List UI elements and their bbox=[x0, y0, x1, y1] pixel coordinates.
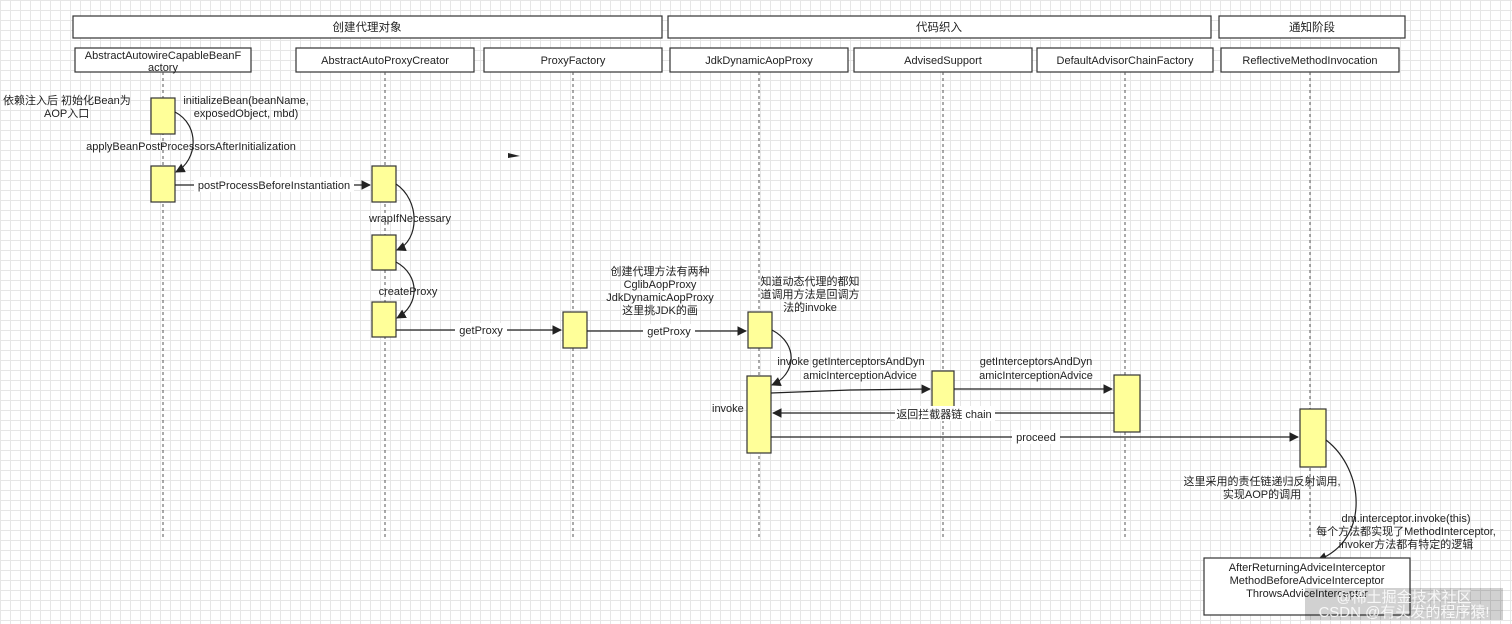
note-chain-desc-1: 这里采用的责任链递归反射调用, bbox=[1183, 474, 1340, 488]
svg-text:DefaultAdvisorChainFactory: DefaultAdvisorChainFactory bbox=[1057, 55, 1194, 67]
label-dm-invoke-3: invoker方法都有特定的逻辑 bbox=[1339, 537, 1473, 551]
note-two-ways-2: CglibAopProxy bbox=[624, 279, 697, 291]
participant-jdk-dynamic-aop-proxy: JdkDynamicAopProxy bbox=[669, 47, 849, 73]
label-initialize-bean-1: initializeBean(beanName, bbox=[183, 95, 308, 107]
activation-advised-support bbox=[931, 370, 955, 408]
label-wrap-if-necessary: wrapIfNecessary bbox=[368, 213, 451, 225]
label-get-interceptors-1: getInterceptorsAndDyn bbox=[980, 356, 1093, 368]
activation-wrap-if-necessary bbox=[371, 234, 397, 271]
note-know-dynamic-1: 知道动态代理的都知 bbox=[761, 274, 860, 288]
svg-text:actory: actory bbox=[148, 62, 178, 74]
label-bg-post-process bbox=[194, 177, 354, 192]
svg-text:JdkDynamicAopProxy: JdkDynamicAopProxy bbox=[705, 55, 813, 67]
stray-arrow-mark bbox=[508, 153, 520, 158]
svg-text:AbstractAutowireCapableBeanF: AbstractAutowireCapableBeanF bbox=[85, 50, 242, 62]
note-know-dynamic-2: 道调用方法是回调方 bbox=[761, 287, 860, 301]
interceptors-box: AfterReturningAdviceInterceptor MethodBe… bbox=[1203, 557, 1411, 616]
self-call-invoke bbox=[771, 329, 792, 386]
phase-header-create-proxy: 创建代理对象 bbox=[72, 15, 663, 39]
self-call-create-proxy bbox=[395, 261, 415, 319]
label-apply-post-processors: applyBeanPostProcessorsAfterInitializati… bbox=[86, 141, 296, 153]
label-post-process: postProcessBeforeInstantiation bbox=[198, 180, 350, 192]
label-invoke: invoke bbox=[712, 403, 744, 415]
label-dm-invoke-1: dm.interceptor.invoke(this) bbox=[1342, 513, 1471, 525]
message-invoke-get-interceptors bbox=[770, 384, 931, 394]
note-two-ways-4: 这里挑JDK的画 bbox=[622, 303, 698, 317]
label-bg-proceed bbox=[1012, 430, 1060, 444]
label-invoke-get-1: invoke getInterceptorsAndDyn bbox=[777, 356, 924, 368]
phase-header-code-weave: 代码织入 bbox=[667, 15, 1212, 39]
self-call-initialize-bean bbox=[174, 111, 194, 173]
activation-post-process bbox=[371, 165, 397, 203]
activation-apply-post-processors bbox=[150, 165, 176, 203]
note-entry-line-2: AOP入口 bbox=[44, 108, 89, 120]
activation-jdk-invoke bbox=[746, 375, 772, 454]
note-two-ways-3: JdkDynamicAopProxy bbox=[606, 292, 714, 304]
label-invoke-get-2: amicInterceptionAdvice bbox=[803, 370, 917, 382]
activation-advisor-chain-factory bbox=[1113, 374, 1141, 433]
participant-proxy-factory: ProxyFactory bbox=[483, 47, 663, 73]
label-create-proxy: createProxy bbox=[379, 286, 438, 298]
label-get-interceptors-2: amicInterceptionAdvice bbox=[979, 370, 1093, 382]
participant-reflective-method-invocation: ReflectiveMethodInvocation bbox=[1220, 47, 1400, 73]
activation-initialize-bean bbox=[150, 97, 176, 135]
svg-text:代码织入: 代码织入 bbox=[916, 21, 962, 34]
activation-create-proxy bbox=[371, 301, 397, 338]
label-bg-get-proxy-1 bbox=[455, 323, 507, 337]
participant-default-advisor-chain-factory: DefaultAdvisorChainFactory bbox=[1036, 47, 1214, 73]
svg-text:AdvisedSupport: AdvisedSupport bbox=[904, 55, 982, 67]
participant-abstract-autowire-capable-bean-factory: AbstractAutowireCapableBeanF actory bbox=[74, 47, 252, 74]
activation-jdk-get-proxy bbox=[747, 311, 773, 349]
label-get-proxy-2: getProxy bbox=[647, 326, 691, 338]
interceptor-method-before: MethodBeforeAdviceInterceptor bbox=[1230, 575, 1385, 587]
activation-method-invocation bbox=[1299, 408, 1327, 468]
svg-text:AbstractAutoProxyCreator: AbstractAutoProxyCreator bbox=[321, 55, 449, 67]
svg-text:ReflectiveMethodInvocation: ReflectiveMethodInvocation bbox=[1242, 55, 1377, 67]
label-initialize-bean-2: exposedObject, mbd) bbox=[194, 108, 299, 120]
svg-text:创建代理对象: 创建代理对象 bbox=[333, 20, 402, 34]
activation-proxy-factory-get-proxy bbox=[562, 311, 588, 349]
watermark-line-2: CSDN @有头发的程序猿! bbox=[1318, 604, 1489, 621]
interceptor-throws: ThrowsAdviceInterceptor bbox=[1246, 588, 1368, 600]
watermark-line-1: @稀土掘金技术社区 bbox=[1336, 589, 1471, 606]
label-return-chain: 返回拦截器链 chain bbox=[896, 407, 991, 421]
message-dm-interceptor-invoke bbox=[1317, 439, 1357, 562]
label-get-proxy-1: getProxy bbox=[459, 325, 503, 337]
participant-abstract-auto-proxy-creator: AbstractAutoProxyCreator bbox=[295, 47, 475, 73]
svg-text:通知阶段: 通知阶段 bbox=[1289, 20, 1335, 34]
interceptor-after-returning: AfterReturningAdviceInterceptor bbox=[1229, 562, 1386, 574]
svg-text:ProxyFactory: ProxyFactory bbox=[541, 55, 606, 67]
label-dm-invoke-2: 每个方法都实现了MethodInterceptor, bbox=[1316, 524, 1496, 538]
note-know-dynamic-3: 法的invoke bbox=[783, 300, 837, 314]
note-chain-desc-2: 实现AOP的调用 bbox=[1223, 487, 1301, 501]
self-call-wrap-if-necessary bbox=[395, 183, 415, 251]
note-entry-line-1: 依赖注入后 初始化Bean为 bbox=[3, 93, 131, 107]
phase-header-advice: 通知阶段 bbox=[1218, 15, 1406, 39]
participant-advised-support: AdvisedSupport bbox=[853, 47, 1033, 73]
label-bg-return-chain bbox=[895, 406, 995, 421]
watermark: @稀土掘金技术社区 CSDN @有头发的程序猿! bbox=[1305, 588, 1503, 621]
label-proceed: proceed bbox=[1016, 432, 1056, 444]
label-bg-get-proxy-2 bbox=[643, 324, 695, 338]
note-two-ways-1: 创建代理方法有两种 bbox=[611, 264, 710, 278]
